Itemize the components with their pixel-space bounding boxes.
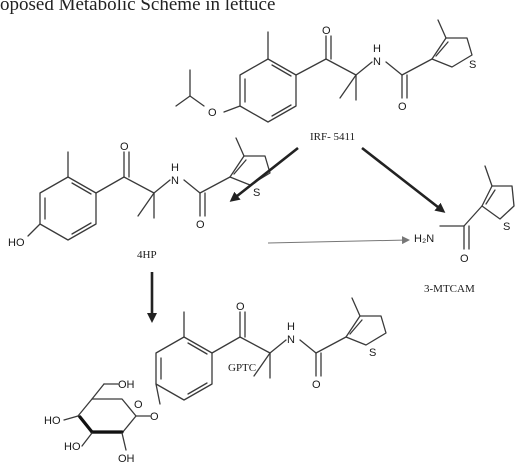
- 4hp-amide-oxygen-label: O: [196, 219, 205, 231]
- gptc-ho-label-2: HO: [64, 441, 81, 453]
- structure-4hp: HO O H N O S: [8, 137, 271, 249]
- gptc-glycoside-oxygen-label: O: [150, 411, 159, 423]
- irf-oxygen-label: O: [208, 107, 217, 119]
- gptc-ring-oxygen-label: O: [134, 399, 143, 411]
- structure-irf-5411: O O H N O S: [175, 19, 476, 123]
- gptc-oh-label: OH: [118, 453, 135, 462]
- arrow-4hp-to-3mtcam: [267, 236, 410, 245]
- scheme-title: oposed Metabolic Scheme in lettuce: [0, 0, 276, 15]
- 4hp-sulfur-label: S: [253, 187, 260, 199]
- structure-gptc: OH O HO HO OH O O H N O S: [44, 297, 387, 465]
- 4hp-nh-h-label: H: [171, 162, 179, 174]
- structure-3-mtcam: H₂N O S: [414, 165, 515, 265]
- label-irf-5411: IRF- 5411: [310, 131, 355, 143]
- arrow-irf-to-3mtcam: [361, 146, 446, 213]
- gptc-nh-h-label: H: [287, 321, 295, 333]
- gptc-amide-oxygen-label: O: [312, 379, 321, 391]
- irf-ketone-oxygen-label: O: [322, 25, 331, 37]
- gptc-ho-label-1: HO: [44, 415, 61, 427]
- irf-nh-h-label: H: [373, 43, 381, 55]
- label-4hp: 4HP: [137, 249, 157, 261]
- gptc-ch2oh-label: OH: [118, 379, 135, 391]
- irf-amide-oxygen-label: O: [398, 101, 407, 113]
- arrow-irf-to-4hp: [229, 146, 299, 202]
- irf-nh-n-label: N: [373, 56, 381, 68]
- gptc-ketone-oxygen-label: O: [236, 301, 245, 313]
- 4hp-hydroxyl-label: HO: [8, 237, 25, 249]
- 3mtcam-sulfur-label: S: [503, 221, 510, 233]
- 3mtcam-oxygen-label: O: [460, 253, 469, 265]
- 4hp-ketone-oxygen-label: O: [120, 141, 129, 153]
- 4hp-nh-n-label: N: [171, 175, 179, 187]
- gptc-sulfur-label: S: [369, 347, 376, 359]
- label-3-mtcam: 3-MTCAM: [424, 283, 475, 295]
- gptc-nh-n-label: N: [287, 334, 295, 346]
- label-gptc: GPTC: [228, 362, 256, 374]
- 3mtcam-amine-label: H₂N: [414, 233, 434, 245]
- irf-sulfur-label: S: [469, 59, 476, 71]
